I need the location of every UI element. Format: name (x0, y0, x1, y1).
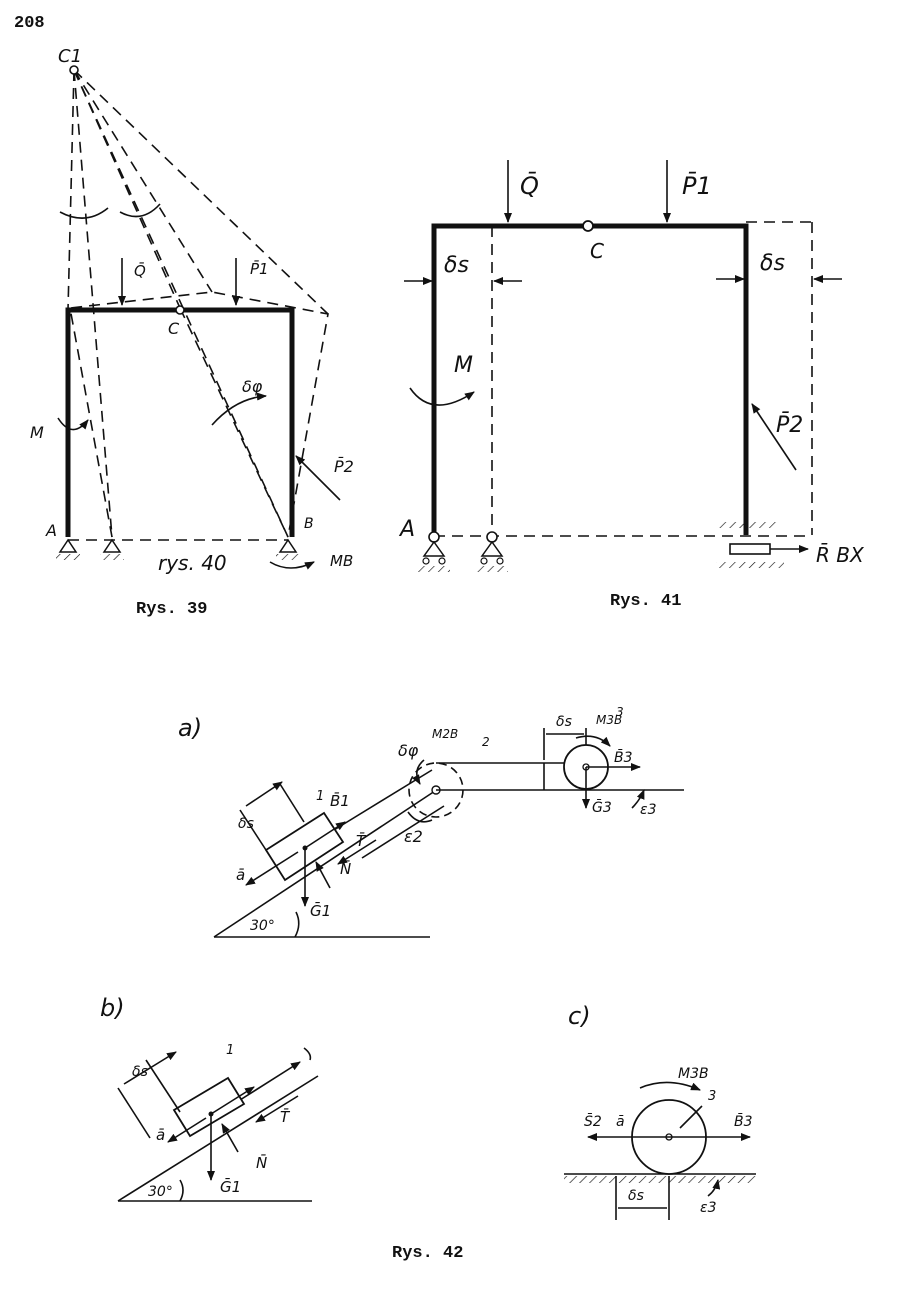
fig42a-label-g1: Ḡ1 (310, 901, 331, 920)
fig39-label-c1: C1 (58, 46, 82, 67)
page-number: 208 (14, 14, 45, 33)
fig41-frame (431, 223, 749, 535)
fig41-label-q: Q̄ (520, 171, 539, 200)
fig39-label-p1: P̄1 (250, 259, 269, 278)
fig42a-label-angle: 30° (250, 918, 275, 934)
fig42a-label-ds1: δs (238, 816, 254, 832)
fig39-support-mid (100, 538, 124, 560)
fig41-label-ds-left: δs (444, 253, 469, 278)
fig39-label-dphi: δφ (242, 377, 263, 396)
caption-rys-42: Rys. 42 (392, 1244, 464, 1263)
fig41-label-ds-right: δs (760, 251, 785, 276)
fig42b-label-g1: Ḡ1 (220, 1177, 241, 1196)
fig42a-label-b1: B̄1 (330, 791, 350, 810)
fig42b-block-1 (172, 1076, 246, 1138)
fig39-frame (65, 307, 295, 537)
fig42a-label-g3: Ḡ3 (592, 799, 612, 816)
figure-42b: b) δs 1 ā T̄ N̄ Ḡ1 30° (100, 994, 319, 1202)
figure-42a: a) (178, 705, 684, 938)
fig39-label-m: M (30, 423, 44, 442)
fig41-label-a: A (398, 517, 415, 542)
caption-rys-39: Rys. 39 (136, 600, 208, 619)
fig42b-label-ds: δs (132, 1064, 148, 1080)
fig42b-label-a: ā (156, 1126, 165, 1144)
fig39-support-a (56, 538, 80, 560)
fig42a-label-eps2: ε2 (404, 827, 423, 846)
fig42b-label-body1: 1 (226, 1043, 234, 1058)
fig42c-label-a: ā (616, 1114, 625, 1130)
fig41-label-p1: P̄1 (682, 171, 712, 200)
figure-41: Q̄ P̄1 C δs δs M P̄2 A R̄ BX (398, 160, 865, 572)
fig42c-label-s2: S̄2 (584, 1112, 602, 1130)
fig42a-label-ds3: δs (556, 714, 572, 730)
fig39-label-q: Q̄ (134, 261, 146, 280)
fig41-label-m: M (454, 353, 473, 378)
fig42c-label: c) (568, 1002, 591, 1030)
fig39-label-mb: MB (330, 552, 353, 570)
fig39-displaced-frame (69, 291, 329, 538)
fig41-support-mid (476, 531, 508, 572)
fig42a-label-m3b: M3B (596, 713, 622, 727)
fig42a-label-dphi: δφ (398, 741, 419, 760)
fig42c-label-b3: B̄3 (734, 1112, 753, 1130)
fig42c-label-eps3: ε3 (700, 1200, 716, 1216)
fig39-label-c: C (168, 319, 180, 338)
fig42a-label-eps3: ε3 (640, 802, 656, 818)
fig39-label-p2: P̄2 (334, 457, 354, 476)
fig42c-label-m3b: M3B (678, 1066, 709, 1082)
fig41-label-p2: P̄2 (776, 412, 803, 438)
fig42a-label: a) (178, 714, 202, 742)
fig42a-label-body3: 3 (616, 705, 624, 719)
fig41-label-rbx: R̄ BX (816, 542, 865, 567)
fig39-handwritten-note: rys. 40 (158, 551, 227, 575)
fig41-label-c: C (590, 239, 604, 263)
fig42b-label-t: T̄ (280, 1107, 291, 1126)
caption-rys-41: Rys. 41 (610, 592, 682, 611)
fig39-label-a: A (45, 521, 57, 540)
figure-42c: c) M3B 3 S̄2 ā B̄3 δs ε3 (564, 1002, 756, 1220)
fig39-support-b (276, 538, 300, 560)
fig42b-label-angle: 30° (148, 1184, 173, 1200)
fig42a-label-a: ā (236, 866, 245, 884)
fig42b-label: b) (100, 994, 125, 1022)
fig42a-label-m2b: M2B (432, 727, 458, 741)
fig42a-label-n: N̄ (340, 859, 351, 878)
fig42a-label-body1: 1 (316, 789, 324, 804)
figure-39: C1 Q̄ P̄1 C δφ M P̄2 A B MB rys. 40 (30, 46, 354, 575)
fig42a-label-t: T̄ (356, 831, 367, 850)
fig42c-label-body3: 3 (708, 1089, 716, 1104)
fig42c-label-ds: δs (628, 1188, 644, 1204)
fig41-support-b (716, 522, 809, 568)
fig41-support-a (418, 531, 450, 572)
fig42a-label-b3: B̄3 (614, 748, 633, 766)
fig42b-label-n: N̄ (256, 1153, 267, 1172)
fig42a-label-body2: 2 (482, 735, 490, 749)
fig39-label-b: B (304, 516, 314, 532)
